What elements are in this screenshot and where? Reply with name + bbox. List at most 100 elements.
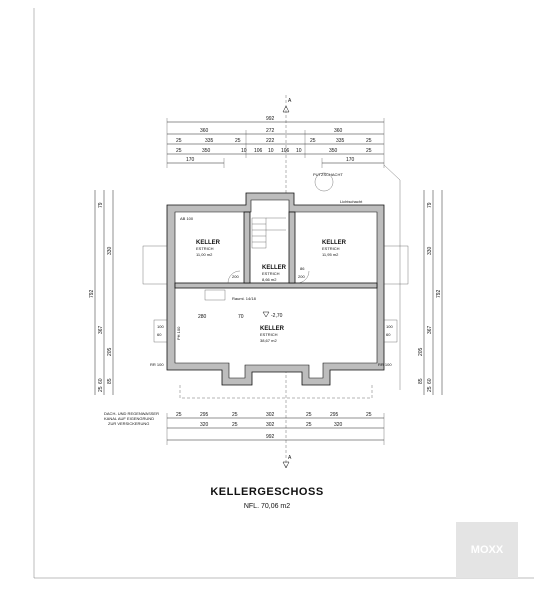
dim-bottom-1: 295	[200, 412, 209, 418]
dim-left-6: 60	[98, 378, 104, 384]
dim-top-3: 360	[334, 128, 343, 134]
dim-right-4: 205	[418, 347, 424, 356]
room-3-name: KELLER	[262, 265, 287, 271]
room-2-area: 11,95 m2	[322, 252, 339, 257]
dim-left-3: 367	[98, 325, 104, 334]
level-text: -2,70	[271, 313, 283, 319]
dim-top-9: 335	[336, 138, 345, 144]
label-rr-left: RR 100	[150, 362, 164, 367]
dim-left-4: 205	[107, 347, 113, 356]
dim-top-11: 25	[176, 148, 182, 154]
room-1-area: 11,00 m2	[196, 252, 213, 257]
dim-left-5: 85	[107, 378, 113, 384]
partition-left	[243, 211, 251, 284]
dim-right-5: 85	[418, 378, 424, 384]
room-1: KELLER ESTRICH 11,00 m2	[196, 240, 221, 257]
logo: MOXX	[456, 522, 518, 578]
label-ph: PH 100	[176, 326, 181, 340]
label-rr-right: RR 100	[378, 362, 392, 367]
room-1-name: KELLER	[196, 240, 221, 246]
note-line-3: ZUR VERSICKERUNG	[108, 421, 149, 426]
interior	[174, 199, 378, 379]
left-dimensions: 79 330 792 367 205 85 60 25	[89, 190, 114, 395]
dim-left-1: 330	[107, 246, 113, 255]
window-right	[383, 319, 398, 343]
room-3: KELLER ESTRICH 8,66 m2	[262, 265, 287, 282]
dim-top-16: 106	[281, 148, 290, 154]
window-left	[153, 319, 168, 343]
room-2: KELLER ESTRICH 11,95 m2	[322, 240, 347, 257]
dim-bottom-7: 320	[200, 422, 209, 428]
putzschacht-circle	[314, 172, 334, 192]
level-marker: -2,70	[262, 311, 283, 319]
dim-top-18: 350	[329, 148, 338, 154]
dim-top-6: 25	[235, 138, 241, 144]
room-2-name: KELLER	[322, 240, 347, 246]
room-4-floor: ESTRICH	[260, 332, 278, 337]
dim-inner-1: 70	[238, 314, 244, 320]
dim-top-17: 10	[296, 148, 302, 154]
dim-bottom-2: 25	[232, 412, 238, 418]
dim-inner-0: 280	[198, 314, 207, 320]
label-ab: AB 100	[180, 216, 194, 221]
dim-right-7: 25	[427, 386, 433, 392]
light-well-right	[383, 245, 409, 285]
dim-inner-5: 200	[298, 274, 305, 279]
dim-left-2: 792	[89, 289, 95, 298]
dim-top-20: 170	[186, 157, 195, 163]
dim-bottom-10: 25	[306, 422, 312, 428]
dim-top-0: 992	[266, 116, 275, 122]
dim-top-1: 360	[200, 128, 209, 134]
dim-inner-6: 86	[300, 266, 305, 271]
dim-bottom-3: 302	[266, 412, 275, 418]
label-putzschacht: PUTZSCHACHT	[313, 172, 343, 177]
dim-top-12: 350	[202, 148, 211, 154]
partition-right	[288, 211, 296, 284]
dim-inner-7: 100	[386, 324, 393, 329]
dim-top-19: 25	[366, 148, 372, 154]
note-line-2: KANAL AUF EIGENGRUND	[104, 416, 154, 421]
dim-left-7: 25	[98, 386, 104, 392]
label-raumluft: Rauml. 14/18	[232, 296, 257, 301]
dim-inner-8: 60	[386, 332, 391, 337]
dim-top-8: 25	[310, 138, 316, 144]
dim-bottom-0: 25	[176, 412, 182, 418]
drawing-subtitle: NFL. 70,06 m2	[244, 503, 290, 510]
dim-inner-4: 200	[232, 274, 239, 279]
label-lichtschacht: Lichtschacht	[340, 199, 363, 204]
lot-line-right	[383, 164, 401, 390]
room-3-floor: ESTRICH	[262, 271, 280, 276]
logo-text: MOXX	[471, 544, 504, 556]
dim-right-2: 792	[436, 289, 442, 298]
room-4: KELLER ESTRICH 38,67 m2	[260, 326, 285, 343]
dim-right-3: 367	[427, 325, 433, 334]
section-label-bottom: A	[288, 455, 292, 461]
dim-top-7: 222	[266, 138, 275, 144]
dim-bottom-4: 25	[306, 412, 312, 418]
building	[142, 164, 409, 399]
partition-horizontal	[174, 282, 378, 289]
door-arc-1	[227, 270, 241, 284]
dim-bottom-9: 302	[266, 422, 275, 428]
top-dimensions: 992 360 272 360 25 335 25 222 25 335 25 …	[166, 116, 385, 168]
section-label-top: A	[288, 98, 292, 104]
stair	[251, 217, 286, 249]
dim-bottom-8: 25	[232, 422, 238, 428]
dim-top-4: 25	[176, 138, 182, 144]
dim-bottom-6: 25	[366, 412, 372, 418]
dim-top-5: 335	[205, 138, 214, 144]
room-2-floor: ESTRICH	[322, 246, 340, 251]
dim-top-21: 170	[346, 157, 355, 163]
light-well-left	[142, 245, 168, 285]
section-arrow-top	[282, 105, 290, 113]
dim-inner-2: 100	[157, 324, 164, 329]
dim-inner-3: 60	[157, 332, 162, 337]
door-arc-2	[296, 270, 310, 284]
dim-right-6: 60	[427, 378, 433, 384]
room-1-floor: ESTRICH	[196, 246, 214, 251]
right-dimensions: 79 330 792 367 205 85 60 25	[418, 190, 443, 395]
drawing-title: KELLERGESCHOSS	[210, 486, 323, 498]
dim-bottom-11: 320	[334, 422, 343, 428]
dim-right-1: 330	[427, 246, 433, 255]
